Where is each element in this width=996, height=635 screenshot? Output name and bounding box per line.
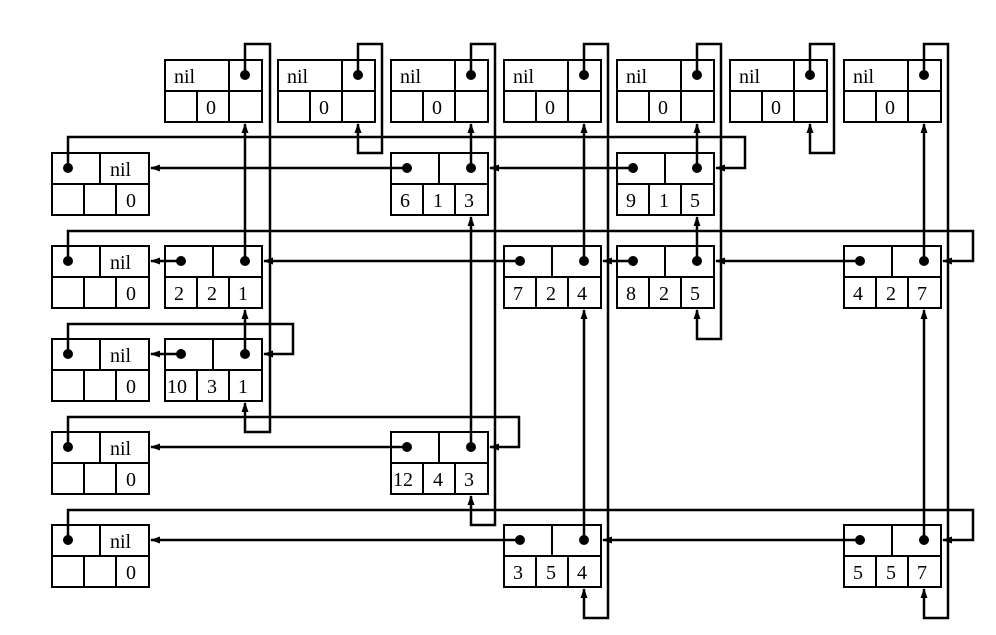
node-col: 4 <box>433 469 443 491</box>
element-node-7-2-4: 7 2 4 <box>503 245 602 309</box>
node-row: 12 <box>393 469 413 491</box>
node-row: 10 <box>167 376 187 398</box>
node-col: 2 <box>546 283 556 305</box>
row-header-node-4: nil 0 <box>51 431 150 495</box>
header-value: 0 <box>126 190 136 212</box>
header-value: 0 <box>126 283 136 305</box>
element-node-5-5-7: 5 5 7 <box>843 524 942 588</box>
node-value: 5 <box>690 190 700 212</box>
node-col: 2 <box>886 283 896 305</box>
node-row: 6 <box>400 190 410 212</box>
element-node-3-5-4: 3 5 4 <box>503 524 602 588</box>
column-header-node-1: nil 0 <box>164 59 263 123</box>
nil-label: nil <box>174 66 196 88</box>
nil-label: nil <box>287 66 309 88</box>
nil-label: nil <box>110 345 132 367</box>
element-node-4-2-7: 4 2 7 <box>843 245 942 309</box>
node-row: 3 <box>513 562 523 584</box>
node-col: 5 <box>546 562 556 584</box>
nil-label: nil <box>853 66 875 88</box>
nil-label: nil <box>110 438 132 460</box>
node-col: 3 <box>207 376 217 398</box>
col-4-loop <box>580 42 610 620</box>
col-6-loop <box>806 42 836 155</box>
node-col: 1 <box>433 190 443 212</box>
nil-label: nil <box>626 66 648 88</box>
header-value: 0 <box>206 97 216 119</box>
nil-label: nil <box>513 66 535 88</box>
column-header-node-4: nil 0 <box>503 59 602 123</box>
row-header-node-5: nil 0 <box>51 524 150 588</box>
row-1-loop <box>66 135 747 172</box>
header-value: 0 <box>126 562 136 584</box>
nil-label: nil <box>739 66 761 88</box>
row-3-loop <box>66 322 295 358</box>
node-col: 2 <box>659 283 669 305</box>
node-value: 7 <box>917 562 927 584</box>
row-header-node-3: nil 0 <box>51 338 150 402</box>
header-value: 0 <box>545 97 555 119</box>
element-node-12-4-3: 12 4 3 <box>390 431 489 495</box>
node-row: 5 <box>853 562 863 584</box>
nil-label: nil <box>110 159 132 181</box>
column-header-node-2: nil 0 <box>277 59 376 123</box>
node-row: 4 <box>853 283 863 305</box>
col-3-loop <box>467 42 497 527</box>
col-7-loop <box>920 42 950 620</box>
row-4-loop <box>66 415 521 451</box>
node-value: 1 <box>238 283 248 305</box>
nil-label: nil <box>110 531 132 553</box>
element-node-6-1-3: 6 1 3 <box>390 152 489 216</box>
element-node-9-1-5: 9 1 5 <box>616 152 715 216</box>
node-col: 5 <box>886 562 896 584</box>
header-value: 0 <box>432 97 442 119</box>
node-value: 3 <box>464 469 474 491</box>
node-col: 2 <box>207 283 217 305</box>
node-row: 9 <box>626 190 636 212</box>
element-node-10-3-1: 10 3 1 <box>164 338 263 402</box>
pointer-links <box>66 42 975 620</box>
node-row: 7 <box>513 283 523 305</box>
header-value: 0 <box>658 97 668 119</box>
column-header-node-6: nil 0 <box>729 59 828 123</box>
row-header-node-2: nil 0 <box>51 245 150 309</box>
node-value: 7 <box>917 283 927 305</box>
node-value: 4 <box>577 283 587 305</box>
col-1-loop <box>241 42 272 434</box>
header-value: 0 <box>319 97 329 119</box>
column-header-node-7: nil 0 <box>843 59 942 123</box>
node-value: 4 <box>577 562 587 584</box>
row-5-loop <box>66 508 975 544</box>
element-node-2-2-1: 2 2 1 <box>164 245 263 309</box>
node-value: 5 <box>690 283 700 305</box>
header-value: 0 <box>771 97 781 119</box>
header-value: 0 <box>126 469 136 491</box>
nil-label: nil <box>400 66 422 88</box>
element-node-8-2-5: 8 2 5 <box>616 245 715 309</box>
column-header-node-3: nil 0 <box>390 59 489 123</box>
col-2-loop <box>354 42 384 155</box>
node-value: 3 <box>464 190 474 212</box>
node-row: 8 <box>626 283 636 305</box>
node-row: 2 <box>174 283 184 305</box>
header-value: 0 <box>885 97 895 119</box>
column-header-node-5: nil 0 <box>616 59 715 123</box>
row-header-node-1: nil 0 <box>51 152 150 216</box>
row-2-loop <box>66 229 975 265</box>
header-value: 0 <box>126 376 136 398</box>
node-col: 1 <box>659 190 669 212</box>
node-value: 1 <box>238 376 248 398</box>
nil-label: nil <box>110 252 132 274</box>
col-5-loop <box>693 42 723 341</box>
